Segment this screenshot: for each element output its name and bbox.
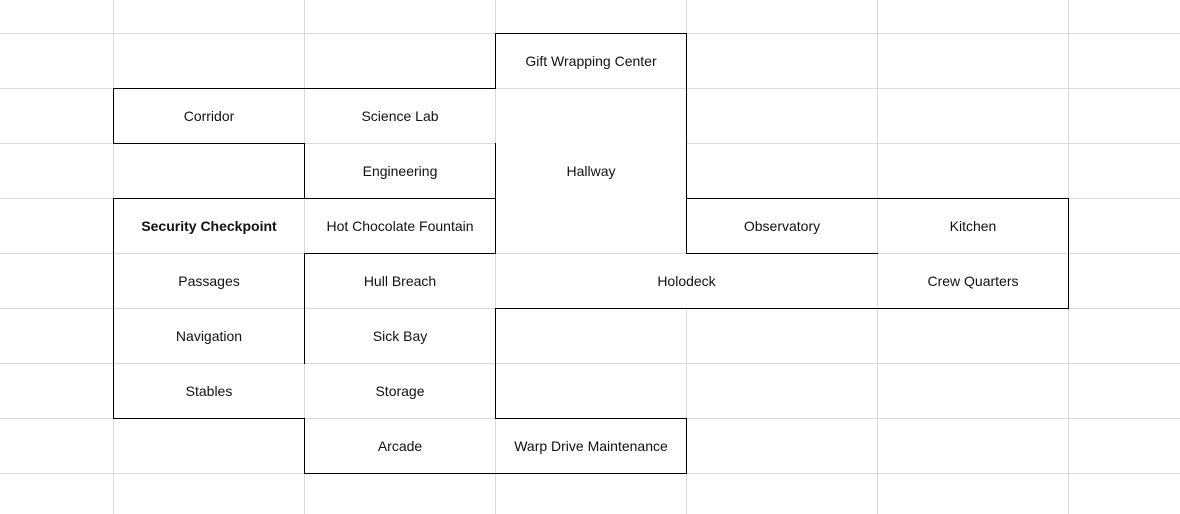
- cell-label: Gift Wrapping Center: [525, 53, 657, 69]
- cell-kitchen[interactable]: Kitchen: [878, 199, 1068, 253]
- cell-stables[interactable]: Stables: [114, 364, 304, 418]
- cell-border: [495, 308, 496, 419]
- cell-label: Kitchen: [949, 218, 997, 234]
- cell-border: [113, 143, 305, 144]
- cell-border: [113, 418, 305, 419]
- cell-gift-wrapping-center[interactable]: Gift Wrapping Center: [496, 34, 686, 88]
- cell-arcade[interactable]: Arcade: [305, 419, 495, 473]
- cell-label: Sick Bay: [372, 328, 428, 344]
- cell-sick-bay[interactable]: Sick Bay: [305, 309, 495, 363]
- cell-hull-breach[interactable]: Hull Breach: [305, 254, 495, 308]
- cell-label: Security Checkpoint: [141, 218, 277, 234]
- cell-hot-chocolate-fountain[interactable]: Hot Chocolate Fountain: [305, 199, 495, 253]
- cell-label: Observatory: [743, 218, 821, 234]
- cell-label: Stables: [185, 383, 233, 399]
- cell-label: Arcade: [377, 438, 423, 454]
- gridline-horizontal: [0, 473, 1180, 474]
- cell-label: Hallway: [566, 163, 616, 179]
- cell-warp-drive-maintenance[interactable]: Warp Drive Maintenance: [496, 419, 686, 473]
- cell-label: Hot Chocolate Fountain: [326, 218, 474, 234]
- cell-label: Storage: [375, 383, 425, 399]
- gridline-vertical: [1068, 0, 1069, 514]
- cell-observatory[interactable]: Observatory: [687, 199, 877, 253]
- cell-label: Holodeck: [657, 273, 716, 289]
- cell-label: Science Lab: [361, 108, 439, 124]
- cell-label: Navigation: [175, 328, 243, 344]
- cell-hallway[interactable]: Hallway: [496, 89, 686, 253]
- cell-border: [304, 473, 687, 474]
- cell-label: Crew Quarters: [927, 273, 1019, 289]
- cell-security-checkpoint[interactable]: Security Checkpoint: [114, 199, 304, 253]
- cell-label: Warp Drive Maintenance: [514, 438, 668, 454]
- cell-border: [1068, 198, 1069, 309]
- cell-science-lab[interactable]: Science Lab: [305, 89, 495, 143]
- cell-label: Passages: [178, 273, 240, 289]
- cell-engineering[interactable]: Engineering: [305, 144, 495, 198]
- cell-border: [686, 418, 687, 474]
- cell-corridor[interactable]: Corridor: [114, 89, 304, 143]
- cell-border: [495, 308, 1069, 309]
- cell-passages[interactable]: Passages: [114, 254, 304, 308]
- cell-navigation[interactable]: Navigation: [114, 309, 304, 363]
- cell-storage[interactable]: Storage: [305, 364, 495, 418]
- cell-crew-quarters[interactable]: Crew Quarters: [878, 254, 1068, 308]
- cell-label: Engineering: [362, 163, 438, 179]
- cell-label: Corridor: [183, 108, 235, 124]
- cell-label: Hull Breach: [363, 273, 437, 289]
- cell-holodeck[interactable]: Holodeck: [496, 254, 877, 308]
